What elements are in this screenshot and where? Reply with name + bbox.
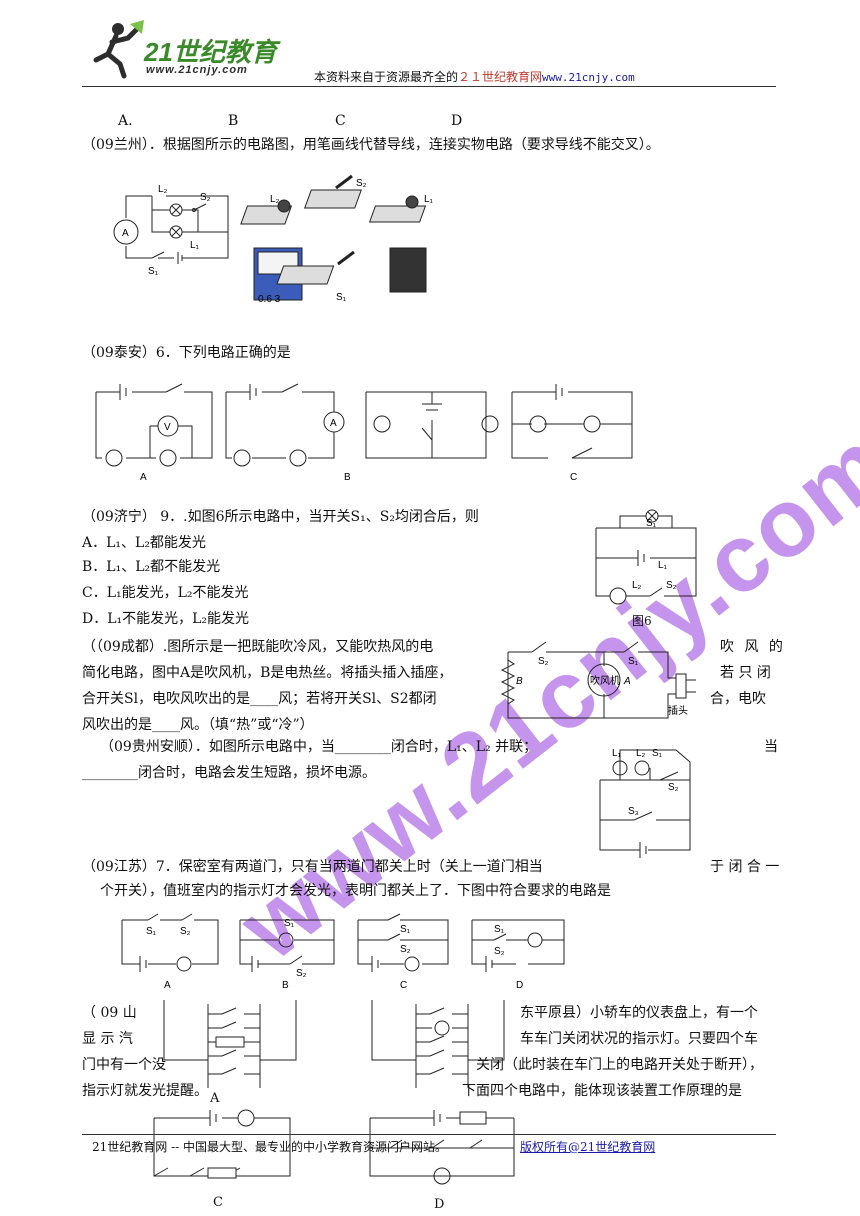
- q7-line1b: 东平原县）小轿车的仪表盘上，有一个: [520, 1005, 758, 1021]
- q5-line1a: （09贵州安顺）．如图所示电路中，当________闭合时，L₁、L₂ 并联；: [100, 739, 538, 755]
- footer-copyright-link[interactable]: 版权所有@21世纪教育网: [520, 1140, 656, 1154]
- q6-label-a: A: [164, 980, 171, 991]
- q0-opt-c: C: [335, 113, 346, 129]
- q2-label-b: B: [344, 472, 351, 483]
- q1-text: （09兰州）．根据图所示的电路图，用笔画线代替导线，连接实物电路（要求导线不能交…: [82, 137, 660, 153]
- q2-label-c: C: [570, 472, 577, 483]
- q2-voltmeter-label: V: [164, 422, 171, 433]
- q3-opt-b: B．L₁、L₂都不能发光: [82, 559, 221, 575]
- q5-line2: ________闭合时，电路会发生短路，损坏电源。: [82, 765, 376, 781]
- logo-title: 21世纪教育: [144, 37, 277, 67]
- q3-text: （09济宁） 9．.如图6所示电路中，当开关S₁、S₂均闭合后，则: [82, 509, 479, 525]
- q1-s1-label: S₁: [148, 266, 159, 277]
- svg-text:S₂: S₂: [668, 782, 679, 793]
- footer-rule: [82, 1134, 776, 1135]
- svg-text:L₂: L₂: [632, 580, 642, 591]
- q6-line2: 个开关），值班室内的指示灯才会发光，表明门都关上了．下图中符合要求的电路是: [100, 883, 611, 899]
- q7-line4a: 指示灯就发光提醒。: [82, 1083, 208, 1099]
- q3-opt-a: A．L₁、L₂都能发光: [82, 535, 206, 551]
- q1-real-l1-label: L₁: [424, 194, 434, 205]
- q4-hairdryer-circuit: S₂ S₁ B 吹风机 A 插头: [504, 630, 704, 730]
- svg-text:S₁: S₁: [284, 918, 295, 929]
- svg-text:L₁: L₁: [612, 748, 622, 759]
- svg-text:A: A: [623, 676, 631, 687]
- q1-real-l2-label: L₂: [270, 194, 280, 205]
- q0-opt-b: B: [228, 113, 239, 129]
- q7-label-d: D: [434, 1197, 445, 1212]
- q4-line1b: 吹 风 的: [720, 639, 783, 655]
- q2-ammeter-label: A: [330, 418, 337, 429]
- svg-text:S₁: S₁: [646, 518, 657, 529]
- q2-circuits: V A A B C: [92, 380, 652, 483]
- q7-line4b: 下面四个电路中，能体现该装置工作原理的是: [462, 1083, 742, 1099]
- svg-text:S₁: S₁: [628, 656, 639, 667]
- q4-line2a: 简化电路，图中A是吹风机，B是电热丝。将插头插入插座，: [82, 665, 453, 681]
- q1-real-s1-label: S₁: [336, 292, 347, 303]
- q7-line3a: 门中有一个没: [82, 1057, 166, 1073]
- svg-text:S₃: S₃: [628, 806, 639, 817]
- svg-text:S₂: S₂: [296, 968, 307, 979]
- q2-label-a: A: [140, 472, 147, 483]
- q7-line3b: 关闭（此时装在车门上的电路开关处于断开），: [476, 1057, 763, 1073]
- q7-circuits-top: [160, 990, 520, 1100]
- svg-text:S₁: S₁: [146, 926, 157, 937]
- svg-text:L₂: L₂: [636, 748, 646, 759]
- q6-label-c: C: [400, 980, 407, 991]
- q6-line1b: 于 闭 合 一: [710, 859, 780, 875]
- q4-line2b: 若 只 闭: [720, 665, 771, 681]
- q3-figure6-circuit: S₁ L₁ L₂ S₂: [592, 506, 702, 616]
- q1-real-components: L₂ S₂ L₁ 0.6 3 S₁: [250, 166, 434, 305]
- q7-line2b: 车车门关闭状况的指示灯。只要四个车: [520, 1031, 758, 1047]
- q7-line2a: 显 示 汽: [82, 1031, 133, 1047]
- q4-line3a: 合开关Sl，电吹风吹出的是____风；若将开关Sl、S2都闭: [82, 691, 437, 707]
- q0-opt-d: D: [451, 113, 463, 129]
- header-logo: 21世纪教育 www.21cnjy.com: [88, 20, 288, 80]
- q6-label-d: D: [516, 980, 523, 991]
- svg-text:S₂: S₂: [400, 944, 411, 955]
- q5-line1b: 当: [764, 739, 778, 755]
- svg-text:S₂: S₂: [494, 946, 505, 957]
- q1-real-s2-label: S₂: [356, 178, 367, 189]
- svg-text:S₁: S₁: [494, 924, 505, 935]
- header-rule: [82, 86, 776, 87]
- q4-fan-label: 吹风机: [590, 674, 620, 687]
- q7-label-c: C: [213, 1195, 223, 1210]
- logo-runner-icon: [88, 20, 144, 78]
- footer-left: 21世纪教育网 -- 中国最大型、最专业的中小学教育资源门户网站。: [92, 1140, 448, 1154]
- svg-text:S₂: S₂: [180, 926, 191, 937]
- q0-opt-a: A.: [118, 113, 133, 129]
- q7-label-a: A: [210, 1091, 220, 1106]
- q6-label-b: B: [282, 980, 289, 991]
- logo-url: www.21cnjy.com: [146, 64, 248, 76]
- header-source: 本资料来自于资源最齐全的２１世纪教育网www.21cnjy.com: [314, 70, 635, 84]
- source-site-link[interactable]: ２１世纪教育网: [458, 70, 543, 84]
- q3-fig-label: 图6: [632, 614, 652, 628]
- q7-line1a: （ 09 山: [82, 1005, 137, 1021]
- q6-line1a: （09江苏）7．保密室有两道门，只有当两道门都关上时（关上一道门相当: [82, 859, 543, 875]
- svg-text:L₁: L₁: [658, 560, 668, 571]
- q4-line4: 风吹出的是____风。（填“热”或“冷”）: [82, 717, 314, 733]
- q1-s2-label: S₂: [200, 192, 211, 203]
- q7-circuits-bottom: [150, 1098, 510, 1188]
- svg-text:S₁: S₁: [400, 924, 411, 935]
- q4-plug-label: 插头: [668, 704, 688, 717]
- svg-text:B: B: [516, 676, 523, 687]
- q3-opt-c: C．L₁能发光，L₂不能发光: [82, 585, 249, 601]
- source-url-link[interactable]: www.21cnjy.com: [542, 71, 635, 84]
- q2-text: （09泰安）6．下列电路正确的是: [82, 345, 291, 361]
- q1-circuit-diagram: A L₂ S₂ L₁ S₁: [108, 184, 238, 277]
- q3-opt-d: D．L₁不能发光，L₂能发光: [82, 611, 250, 627]
- q1-meter-scale: 0.6 3: [258, 294, 281, 305]
- q1-ammeter-label: A: [122, 228, 129, 239]
- q4-line1a: （（09成都）.图所示是一把既能吹冷风，又能吹热风的电: [82, 639, 434, 655]
- svg-text:S₂: S₂: [538, 656, 549, 667]
- q1-l1-label: L₁: [190, 240, 200, 251]
- q5-circuit: L₁ L₂ S₁ S₂ S₃: [590, 748, 700, 860]
- svg-text:S₁: S₁: [652, 748, 663, 759]
- svg-text:S₂: S₂: [666, 580, 677, 591]
- q4-line3b: 合，电吹: [710, 691, 766, 707]
- q6-circuits: S₁ S₂ S₁ S₂ S₁ S₂ S₁ S₂ A B C D: [118, 910, 578, 991]
- q1-l2-label: L₂: [158, 184, 168, 195]
